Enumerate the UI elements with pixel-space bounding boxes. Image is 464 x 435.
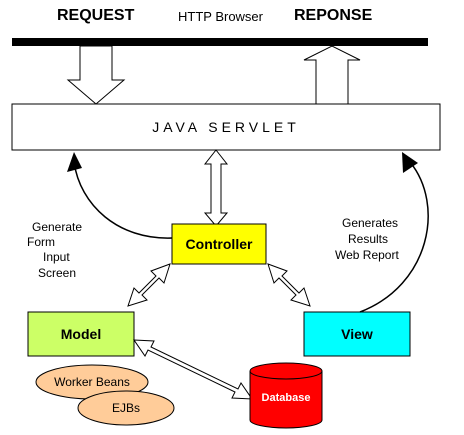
left-note-line-3: Input	[43, 250, 70, 264]
right-note-line-2: Results	[348, 232, 389, 246]
view-label: View	[341, 326, 373, 342]
servlet-controller-arrow	[203, 149, 229, 227]
controller-view-arrow	[267, 263, 311, 307]
servlet-box	[11, 103, 441, 151]
view-to-servlet-curve	[359, 161, 429, 313]
left-note-line-2: Form	[27, 235, 55, 249]
ejbs-label: EJBs	[111, 401, 140, 415]
browser-label: HTTP Browser	[178, 9, 263, 24]
right-note-line-3: Web Report	[335, 248, 399, 262]
right-note-line-1: Generates	[342, 216, 399, 230]
response-arrow	[303, 45, 361, 105]
controller-to-servlet-curve	[73, 161, 173, 239]
request-label: REQUEST	[57, 7, 135, 24]
worker-beans-label: Worker Beans	[54, 375, 130, 389]
right-curve-head	[402, 152, 418, 173]
database-cylinder	[249, 371, 323, 429]
left-note-line-1: Generate	[32, 220, 83, 234]
ejbs-ellipse	[77, 390, 175, 426]
response-label: REPONSE	[294, 7, 373, 24]
database-top	[249, 362, 323, 380]
controller-model-arrow	[127, 263, 171, 307]
servlet-label: JAVA SERVLET	[152, 119, 300, 135]
database-label: Database	[261, 392, 311, 404]
view-box	[303, 311, 411, 357]
controller-box	[171, 223, 267, 265]
browser-bar	[12, 38, 428, 46]
left-curve-head	[67, 152, 82, 172]
model-database-arrow	[133, 339, 253, 400]
model-box	[27, 311, 135, 357]
model-label: Model	[60, 326, 102, 342]
request-arrow	[66, 45, 126, 105]
controller-label: Controller	[185, 236, 253, 252]
left-note-line-4: Screen	[38, 266, 77, 280]
